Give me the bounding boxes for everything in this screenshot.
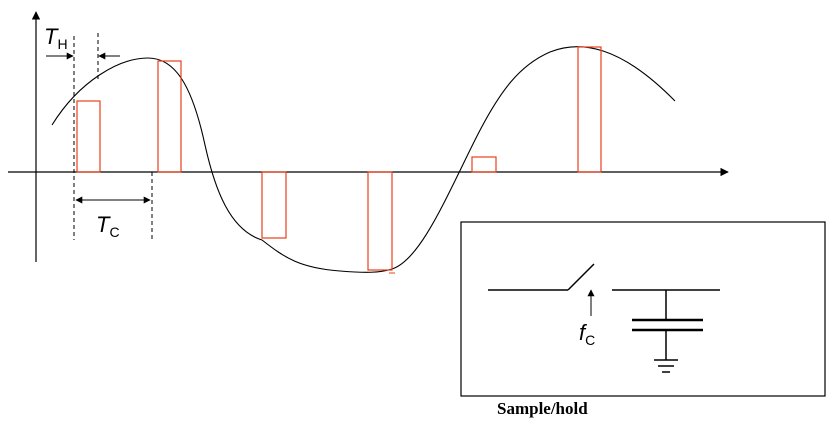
hold-time-label: TH [44, 24, 68, 52]
sample-period-label: TC [96, 212, 120, 240]
inset-frame [460, 221, 826, 397]
switch-blade [567, 263, 595, 291]
sample-pulse [261, 171, 287, 239]
analog-signal-curve [51, 46, 676, 273]
ground-icon [654, 359, 678, 373]
sample-pulse [471, 156, 497, 173]
sample-pulse [157, 60, 182, 173]
sample-pulse [76, 100, 101, 173]
sample-hold-inset: fC [460, 221, 826, 397]
sample-period-dimension: TC [75, 172, 153, 242]
sample-hold-caption: Sample/hold [497, 399, 588, 418]
sample-pulse [367, 171, 393, 271]
clock-frequency-label: fC [579, 320, 595, 348]
sample-pulse [577, 46, 602, 173]
sample-pulses [76, 46, 602, 271]
hold-time-dimension: TH [44, 24, 120, 240]
